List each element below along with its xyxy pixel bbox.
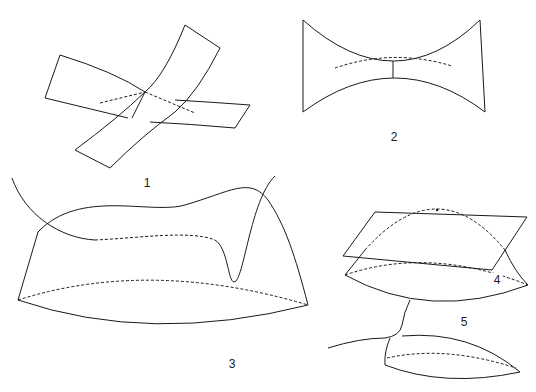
callout-number: 3 xyxy=(227,357,238,371)
callout-number: 2 xyxy=(389,130,400,144)
dome-with-plane xyxy=(343,209,528,301)
callout-number: 1 xyxy=(142,176,153,190)
wavy-surface xyxy=(12,176,308,324)
saddle-sheet xyxy=(303,20,485,112)
small-cap xyxy=(328,300,520,379)
crossing-strips xyxy=(45,25,250,168)
callout-number: 4 xyxy=(492,273,503,287)
callout-number: 5 xyxy=(459,315,470,329)
